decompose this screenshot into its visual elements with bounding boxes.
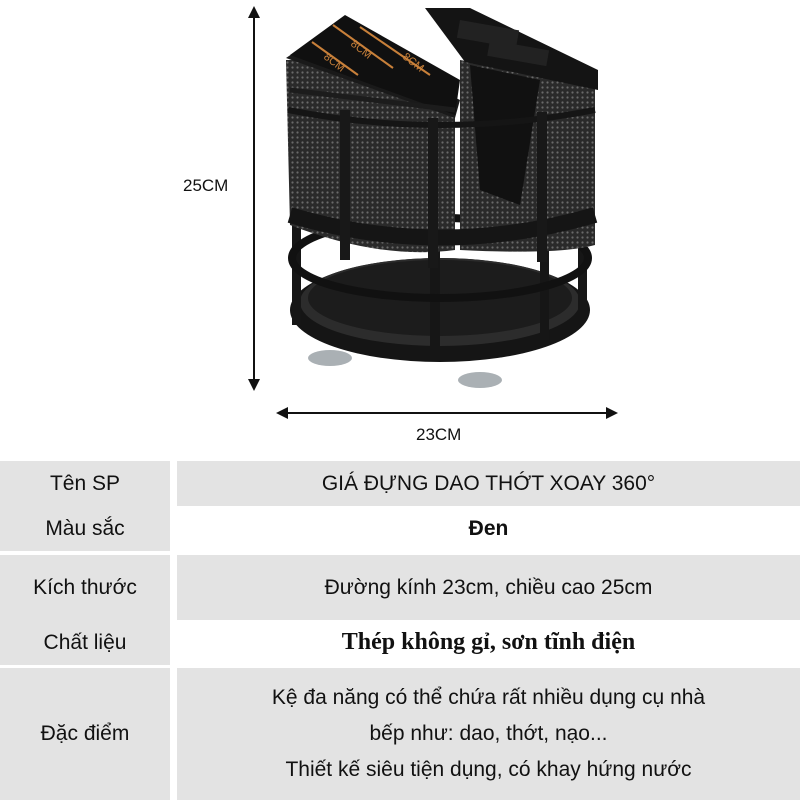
suction-foot-icon [308,350,352,366]
color-value: Đen [468,516,509,540]
table-row: Đặc điểm Kệ đa năng có thể chứa rất nhiề… [0,668,800,800]
features-label: Đặc điểm [0,668,170,800]
table-row: Tên SP GIÁ ĐỰNG DAO THỚT XOAY 360° [0,461,800,506]
color-label: Màu sắc [0,506,170,551]
features-line: Kệ đa năng có thể chứa rất nhiều dụng cụ… [271,686,706,709]
mesh-basket-left [286,60,455,253]
material-label: Chất liệu [0,620,170,665]
height-label: 25CM [183,176,229,195]
table-row: Chất liệu Thép không gỉ, sơn tĩnh điện [0,620,800,665]
table-row: Màu sắc Đen [0,506,800,551]
table-row: Kích thước Đường kính 23cm, chiều cao 25… [0,555,800,620]
name-label: Tên SP [0,461,170,506]
size-label: Kích thước [0,555,170,620]
features-line: Thiết kế siêu tiện dụng, có khay hứng nư… [285,758,692,781]
features-line: bếp như: dao, thớt, nạo... [369,722,608,745]
product-illustration: 8CM 8CM 8CM [248,5,618,419]
size-value: Đường kính 23cm, chiều cao 25cm [177,555,800,620]
product-image-area: 8CM 8CM 8CM 25CM 23CM [183,5,618,444]
suction-foot-icon [458,372,502,388]
material-value: Thép không gỉ, sơn tĩnh điện [341,629,636,655]
width-label: 23CM [416,425,462,444]
features-value: Kệ đa năng có thể chứa rất nhiều dụng cụ… [177,668,800,800]
knife-slot-top [290,15,460,115]
name-value: GIÁ ĐỰNG DAO THỚT XOAY 360° [177,461,800,506]
